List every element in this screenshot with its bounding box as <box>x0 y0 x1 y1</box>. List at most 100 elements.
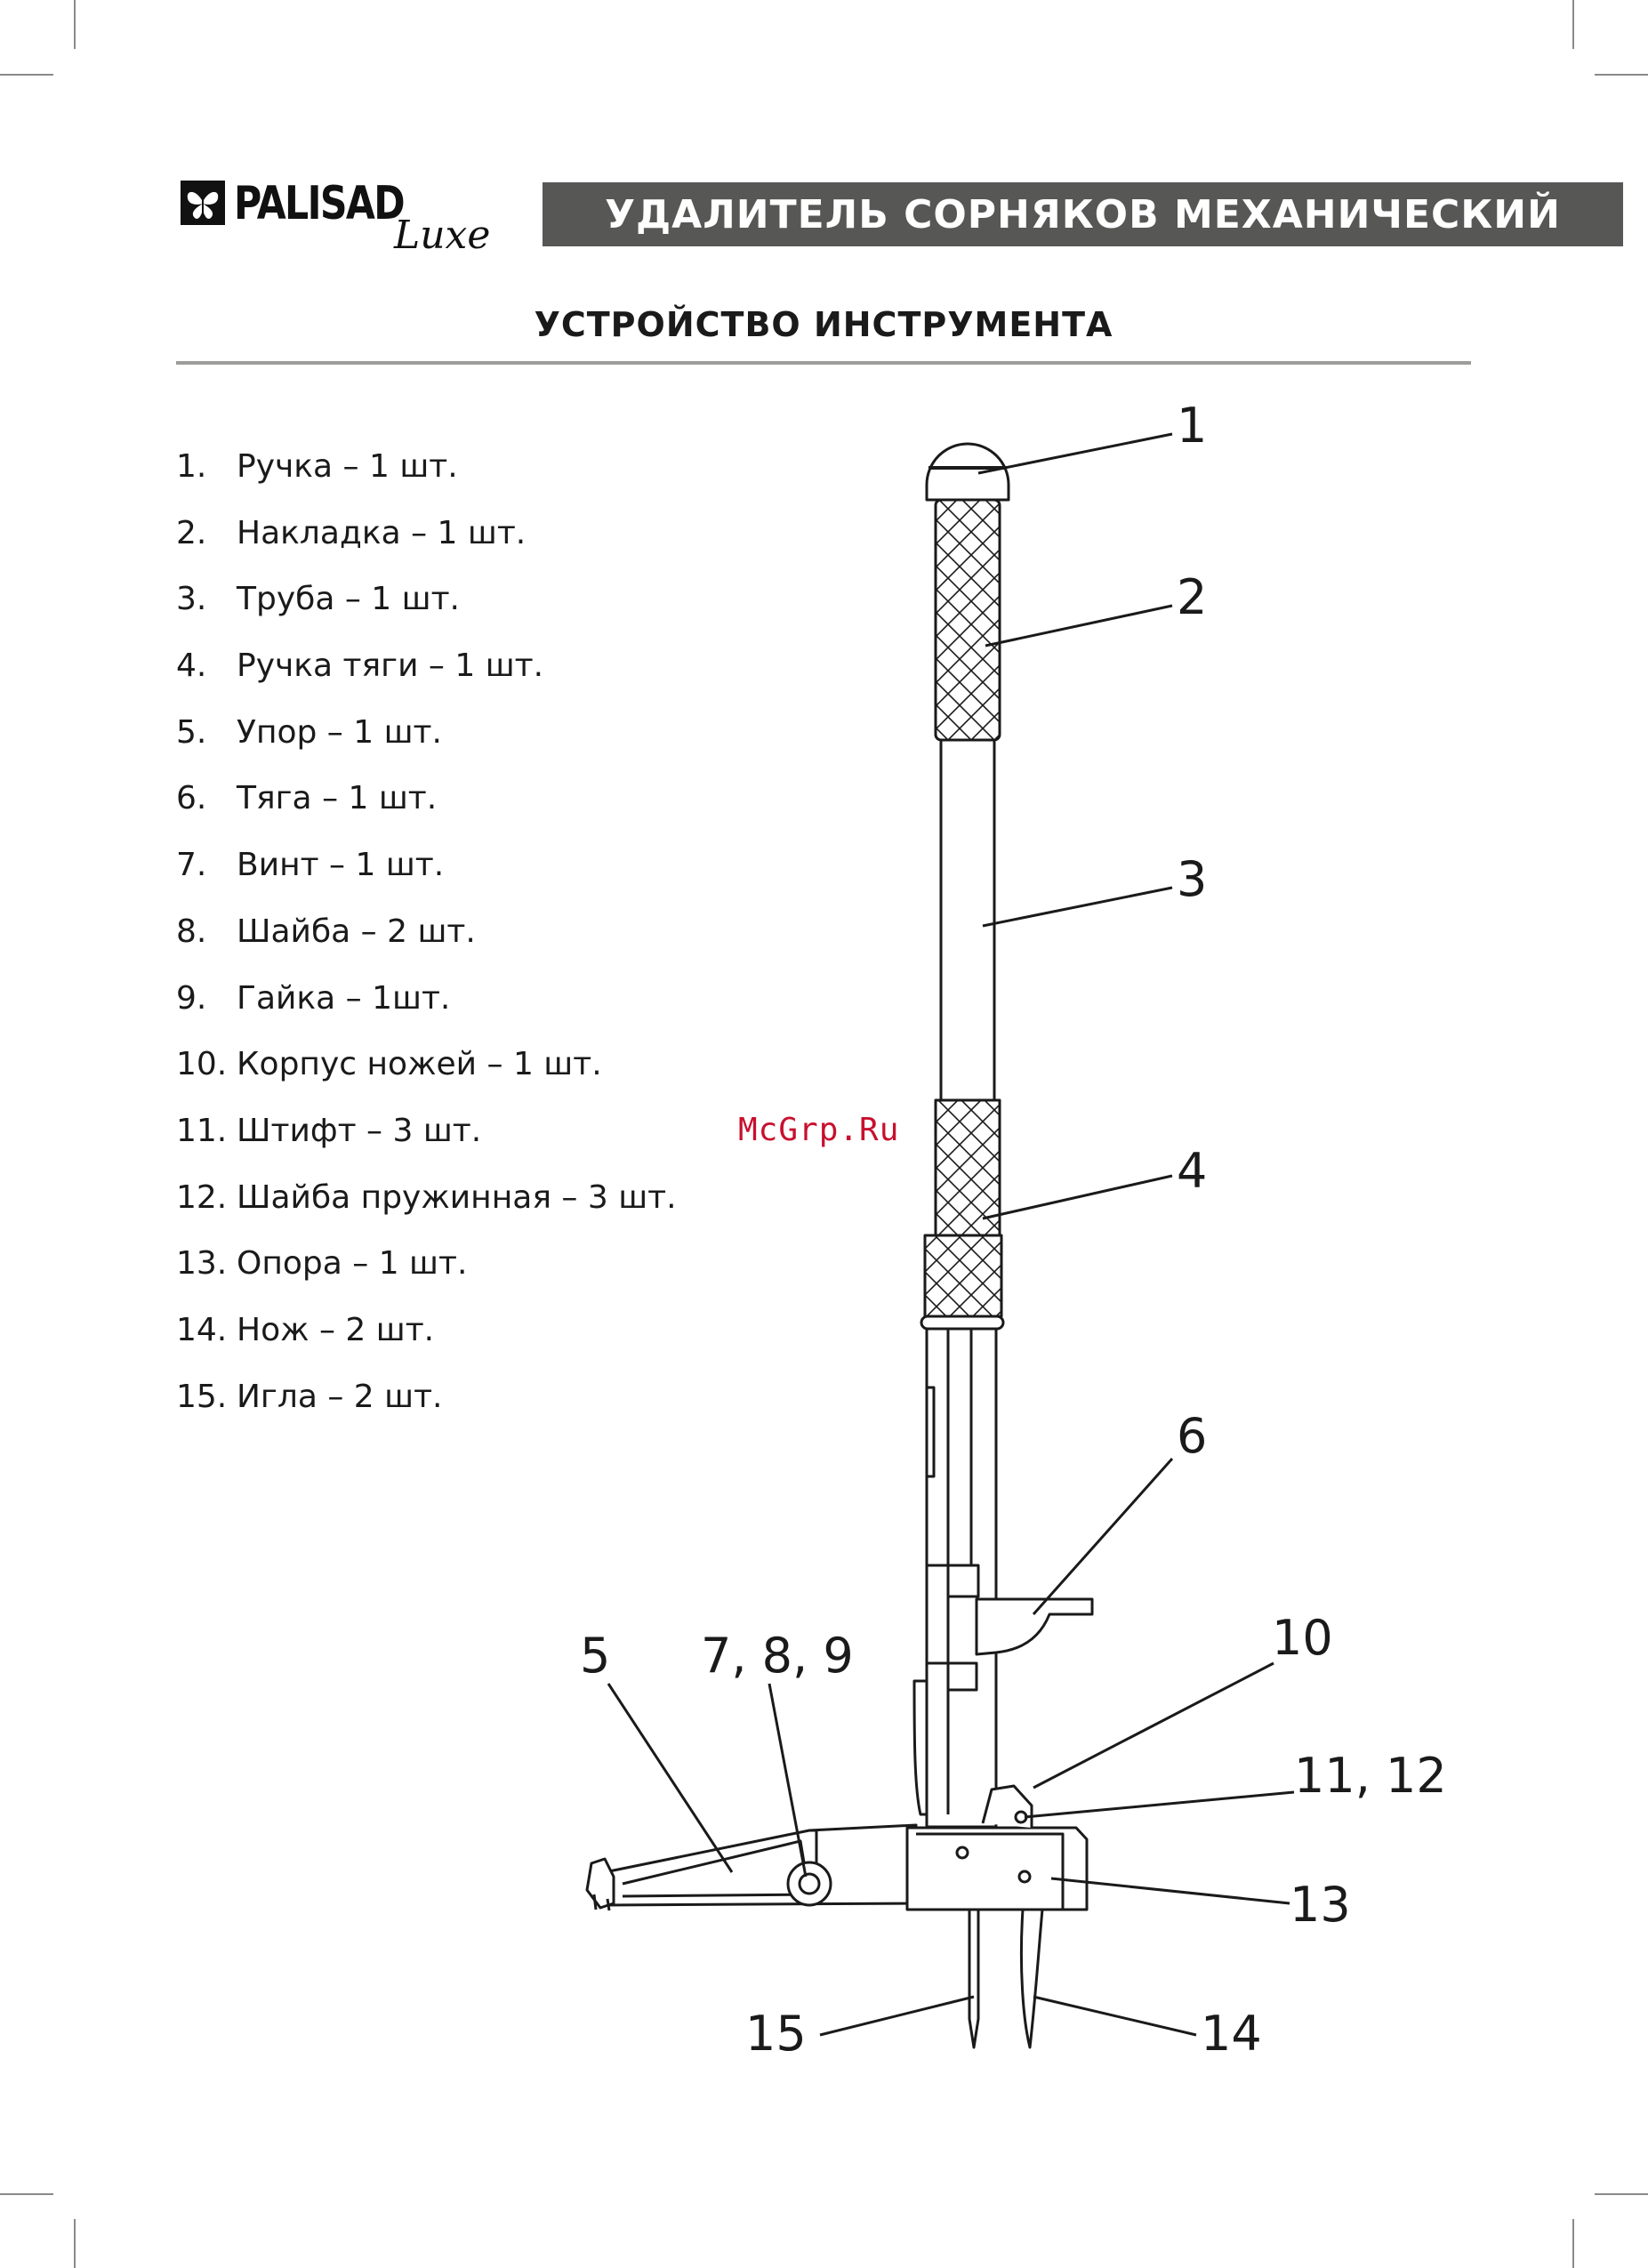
parts-list: 1.Ручка – 1 шт. 2. Накладка – 1 шт. 3. Тру… <box>176 442 677 1438</box>
callout-label: 1 <box>1177 398 1207 454</box>
foot-lever-tip-detail <box>592 1894 611 1911</box>
callout-label: 14 <box>1201 2006 1262 2062</box>
item-number: 15. <box>176 1378 228 1415</box>
list-item: 15.Игла – 2 шт. <box>176 1372 677 1439</box>
crop-mark <box>1595 74 1648 76</box>
bolt-washer <box>798 1872 821 1895</box>
item-number: 5. <box>176 713 207 751</box>
section-divider <box>176 361 1471 365</box>
lever-link <box>809 1829 818 1864</box>
watermark: McGrp.Ru <box>738 1112 900 1148</box>
brand-logo: PALISAD Luxe <box>181 177 492 261</box>
knob-part <box>925 442 1010 502</box>
leader-line <box>1033 1661 1274 1789</box>
item-text: Шайба – 2 шт. <box>237 913 476 950</box>
item-number: 8. <box>176 913 207 950</box>
list-item: 6. Тяга – 1 шт. <box>176 774 677 840</box>
item-number: 4. <box>176 647 207 685</box>
item-number: 3. <box>176 581 207 618</box>
leader-line <box>819 1995 975 2037</box>
page-title: УДАЛИТЕЛЬ СОРНЯКОВ МЕХАНИЧЕСКИЙ <box>605 191 1561 237</box>
lower-shaft <box>925 1327 998 1829</box>
tube <box>939 738 996 1102</box>
callout-label: 2 <box>1177 569 1207 625</box>
pin <box>1017 1870 1032 1884</box>
callout-label: 6 <box>1177 1408 1207 1464</box>
callout-label: 10 <box>1272 1610 1333 1666</box>
item-text: Шайба пружинная – 3 шт. <box>237 1178 677 1216</box>
brand-name: PALISAD <box>234 177 406 230</box>
list-item: 10.Корпус ножей – 1 шт. <box>176 1040 677 1106</box>
item-text: Нож – 2 шт. <box>237 1311 435 1348</box>
pedal <box>975 1597 1094 1656</box>
leader-line <box>607 1683 734 1873</box>
callout-label: 3 <box>1177 851 1207 907</box>
item-number: 1. <box>176 448 207 485</box>
item-text: Гайка – 1шт. <box>237 979 451 1017</box>
item-text: Труба – 1 шт. <box>237 581 460 618</box>
pull-handle-lower <box>923 1234 1003 1318</box>
crop-mark <box>0 74 53 76</box>
blade-housing-flange <box>916 1832 1065 1910</box>
item-number: 7. <box>176 847 207 884</box>
item-number: 12. <box>176 1178 228 1216</box>
callout-label: 15 <box>745 2006 807 2062</box>
pull-handle-ring <box>920 1315 1005 1331</box>
leader-line <box>1033 1995 1197 2037</box>
leader-line <box>1024 1790 1295 1819</box>
item-number: 13. <box>176 1245 228 1283</box>
list-item: 2. Накладка – 1 шт. <box>176 509 677 575</box>
blade <box>1019 1908 1044 2049</box>
rod <box>946 1329 973 1814</box>
list-item: 12.Шайба пружинная – 3 шт. <box>176 1173 677 1240</box>
item-number: 6. <box>176 780 207 817</box>
blade-housing <box>905 1826 1089 1911</box>
item-text: Опора – 1 шт. <box>237 1245 468 1283</box>
item-text: Упор – 1 шт. <box>237 713 442 751</box>
item-number: 11. <box>176 1112 228 1149</box>
leader-line <box>1032 1458 1174 1615</box>
item-number: 9. <box>176 979 207 1017</box>
pedal-bracket <box>927 1661 978 1692</box>
list-item: 1.Ручка – 1 шт. <box>176 442 677 509</box>
section-title: УСТРОЙСТВО ИНСТРУМЕНТА <box>534 305 1113 344</box>
crop-mark <box>74 0 76 49</box>
item-number: 2. <box>176 514 207 551</box>
side-plate <box>912 1679 929 1816</box>
leader-line <box>985 604 1173 647</box>
item-text: Тяга – 1 шт. <box>237 780 438 817</box>
callout-label: 7, 8, 9 <box>701 1628 854 1684</box>
crop-mark <box>1595 2193 1648 2195</box>
item-number: 14. <box>176 1311 228 1348</box>
list-item: 13.Опора – 1 шт. <box>176 1239 677 1306</box>
foot-lever <box>603 1823 918 1907</box>
shaft-detail <box>927 1386 936 1478</box>
header-title-bar: УДАЛИТЕЛЬ СОРНЯКОВ МЕХАНИЧЕСКИЙ <box>543 182 1623 246</box>
callout-label: 11, 12 <box>1294 1748 1447 1804</box>
crop-mark <box>1572 0 1574 49</box>
item-text: Корпус ножей – 1 шт. <box>237 1046 602 1083</box>
knob-band <box>929 466 1007 470</box>
needle <box>968 1908 980 2049</box>
crop-mark <box>1572 2219 1574 2268</box>
crop-mark <box>74 2219 76 2268</box>
list-item: 4.Ручка тяги – 1 шт. <box>176 641 677 708</box>
crop-mark <box>0 2193 53 2195</box>
list-item: 7. Винт – 1 шт. <box>176 840 677 907</box>
leader-line <box>982 886 1173 928</box>
callout-label: 4 <box>1177 1143 1207 1199</box>
item-number: 10. <box>176 1046 228 1083</box>
item-text: Накладка – 1 шт. <box>237 514 527 551</box>
pin <box>955 1846 969 1860</box>
item-text: Винт – 1 шт. <box>237 847 445 884</box>
list-item: 8. Шайба – 2 шт. <box>176 907 677 974</box>
item-text: Игла – 2 шт. <box>237 1378 443 1415</box>
brand-sub: Luxe <box>394 213 491 258</box>
leader-line <box>977 432 1173 475</box>
leader-line <box>768 1683 808 1878</box>
list-item: 14.Нож – 2 шт. <box>176 1306 677 1372</box>
grip-cover <box>934 498 1001 742</box>
callout-label: 5 <box>580 1628 610 1684</box>
leader-line <box>1050 1877 1290 1905</box>
list-item: 3. Труба – 1 шт. <box>176 575 677 641</box>
